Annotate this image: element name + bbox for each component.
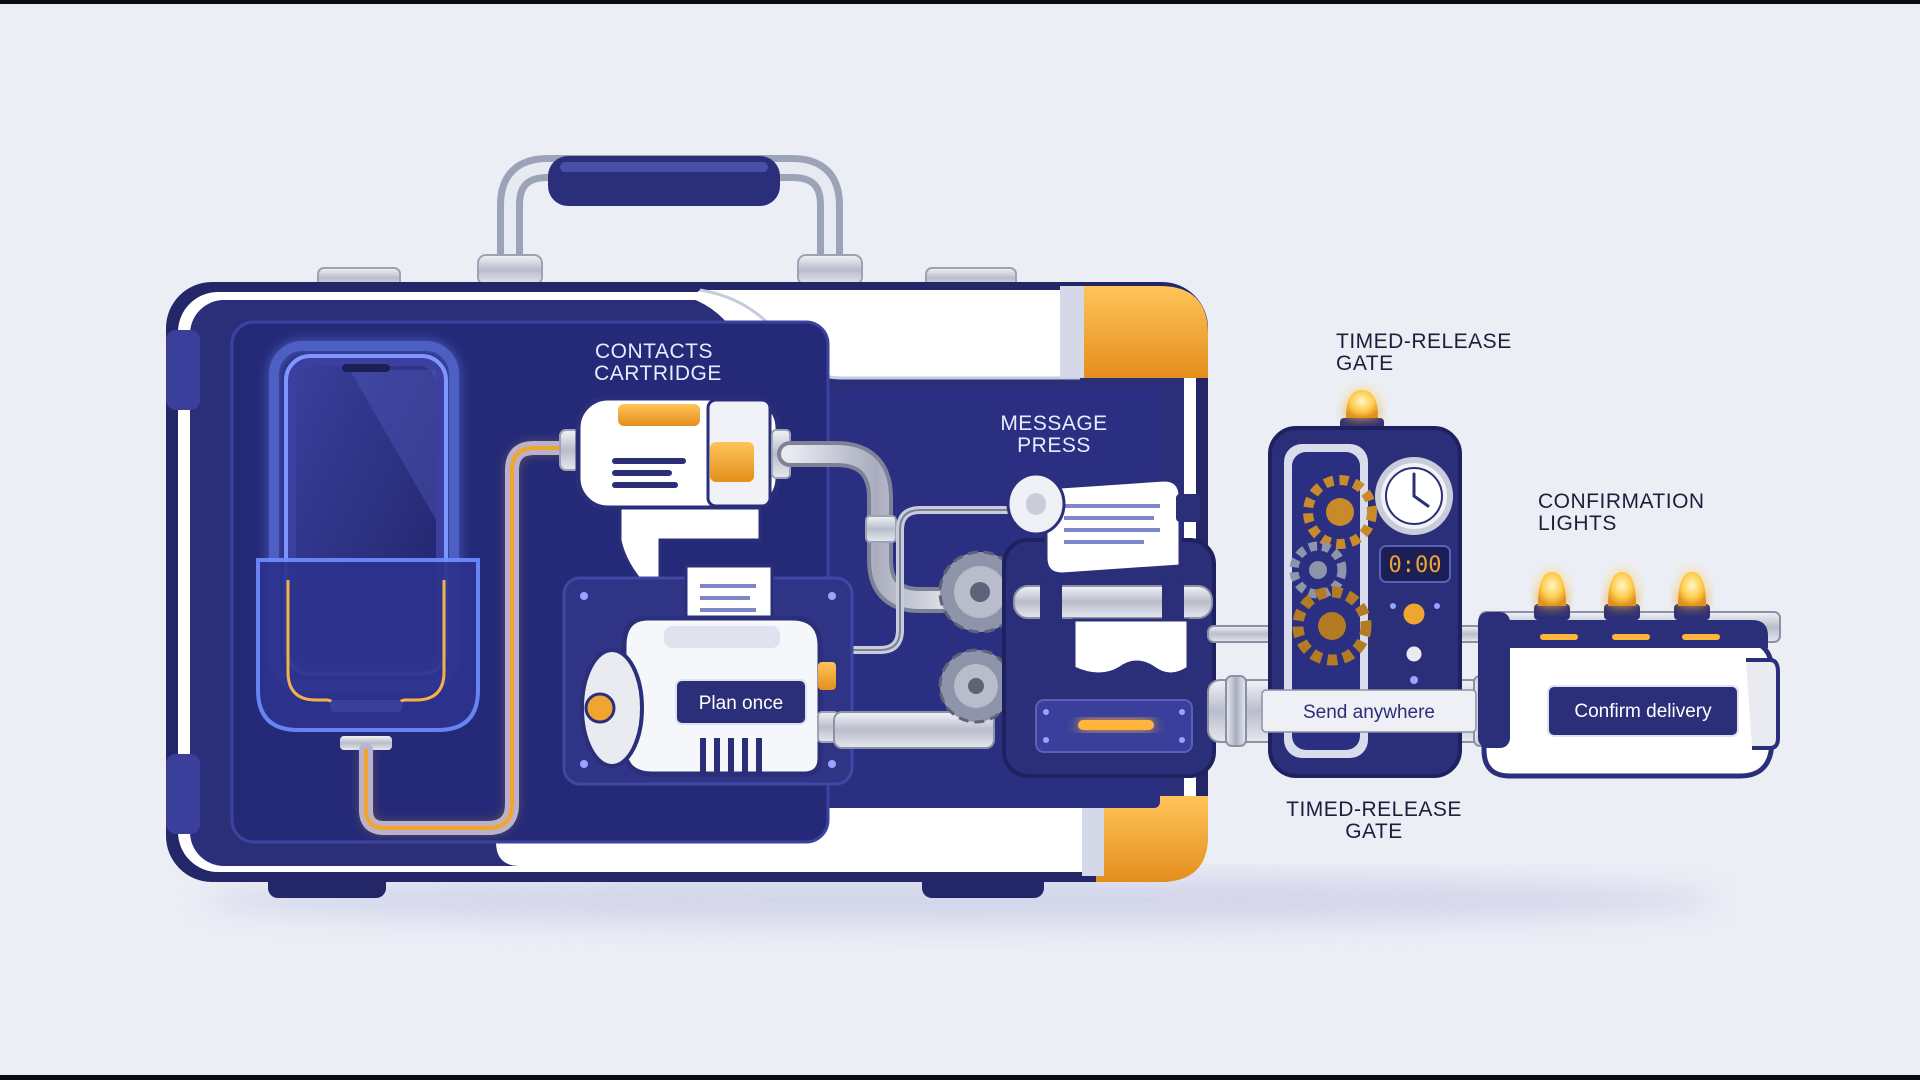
plan-once-label: Plan once [699, 693, 784, 714]
pipe-plan-press [833, 711, 995, 749]
phone-dock [256, 341, 480, 750]
label-gate-top-line-2: GATE [1336, 352, 1394, 375]
top-border [0, 0, 1920, 4]
timed-release-gate: 0:00 [1268, 390, 1462, 778]
clock-icon [1375, 457, 1453, 535]
gear-icon [938, 648, 1014, 724]
label-gate-top-line-1: TIMED-RELEASE [1336, 330, 1512, 353]
label-gate-bottom-line-1: TIMED-RELEASE [1286, 798, 1462, 821]
label-lights-line-2: LIGHTS [1538, 512, 1617, 535]
plan-once-module [562, 564, 854, 786]
label-contacts-line-2: CARTRIDGE [594, 362, 722, 385]
gear-icon [1292, 586, 1372, 666]
label-gate-bottom-line-2: GATE [1345, 820, 1403, 843]
plan-once-button[interactable]: Plan once [675, 679, 807, 725]
label-contacts-line-1: CONTACTS [595, 340, 713, 363]
confirm-delivery-button[interactable]: Confirm delivery [1547, 685, 1739, 737]
label-message-press: MESSAGE PRESS [1000, 412, 1107, 457]
bottom-border [0, 1075, 1920, 1080]
label-confirmation-lights: CONFIRMATION LIGHTS [1538, 490, 1705, 535]
gate-dial [1400, 600, 1428, 628]
confirm-delivery-label: Confirm delivery [1574, 701, 1712, 722]
clock-display: 0:00 [1389, 553, 1442, 578]
label-timed-release-gate-bottom: TIMED-RELEASE GATE [1286, 798, 1462, 843]
confirmation-light-1 [1534, 572, 1578, 640]
label-lights-line-1: CONFIRMATION [1538, 490, 1705, 513]
confirmation-light-2 [1604, 572, 1650, 640]
suitcase-handle [317, 155, 1017, 289]
ground-shadow [200, 874, 1720, 926]
confirmation-light-3 [1674, 572, 1720, 640]
send-anywhere-label: Send anywhere [1303, 702, 1435, 723]
label-contacts-cartridge: CONTACTS CARTRIDGE [594, 340, 722, 385]
label-press-line-2: PRESS [1017, 434, 1091, 457]
label-timed-release-gate-top: TIMED-RELEASE GATE [1336, 330, 1512, 375]
send-anywhere-button[interactable]: Send anywhere [1261, 689, 1477, 733]
gear-icon [1289, 541, 1347, 599]
confirmation-module [1478, 572, 1781, 779]
contacts-cartridge [559, 395, 791, 582]
label-press-line-1: MESSAGE [1000, 412, 1107, 435]
gear-icon [1303, 475, 1377, 549]
